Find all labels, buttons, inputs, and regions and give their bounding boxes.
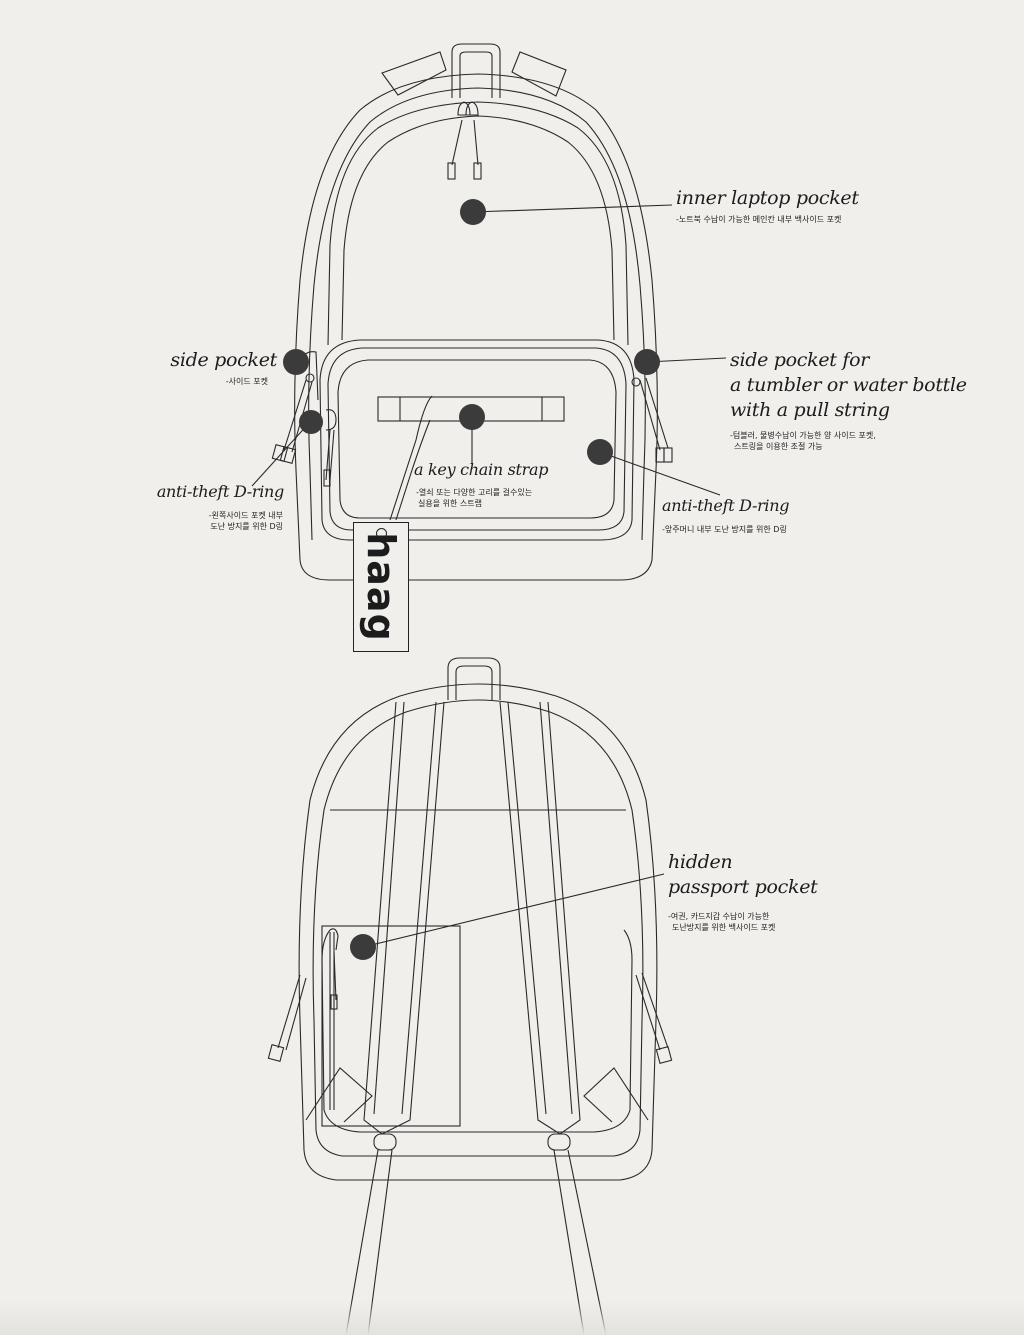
desc-side-pocket-right-1: -텀블러, 물병수납이 가능한 양 사이드 포켓, (730, 431, 876, 440)
back-view-backpack (267, 657, 673, 1335)
label-hidden: hidden (668, 851, 733, 873)
desc-side-pocket-right-2: 스트링을 이용한 조절 가능 (734, 442, 823, 451)
brand-logo: haag (359, 532, 403, 642)
desc-inner-laptop-pocket: -노트북 수납이 가능한 메인칸 내부 백사이드 포켓 (676, 215, 842, 224)
tag-hole (376, 528, 387, 539)
marker-anti-theft-left (299, 410, 323, 434)
marker-line-side-right (646, 357, 727, 363)
marker-inner-laptop-pocket (460, 199, 486, 225)
label-side-pocket-for: side pocket for (730, 349, 870, 371)
label-side-pocket: side pocket (170, 349, 277, 371)
marker-key-chain-strap (459, 404, 485, 430)
marker-hidden-passport-pocket (350, 934, 376, 960)
desc-passport-2: 도난방지를 위한 백사이드 포켓 (672, 923, 776, 932)
marker-line-laptop (472, 204, 673, 213)
label-inner-laptop-pocket: inner laptop pocket (676, 187, 859, 209)
desc-anti-theft-left-1: -왼쪽사이드 포켓 내부 (208, 511, 283, 520)
marker-side-pocket-left (283, 349, 309, 375)
label-tumbler-water-bottle: a tumbler or water bottle (730, 374, 967, 396)
label-anti-theft-left: anti-theft D-ring (156, 482, 284, 501)
desc-anti-theft-left-2: 도난 방지를 위한 D링 (210, 522, 283, 531)
label-key-chain-strap: a key chain strap (414, 460, 549, 479)
desc-passport-1: -여권, 카드지갑 수납이 가능한 (668, 912, 770, 921)
marker-line-dring-left (251, 421, 311, 487)
desc-anti-theft-right: -앞주머니 내부 도난 방지를 위한 D링 (662, 525, 787, 534)
label-passport-pocket: passport pocket (668, 876, 818, 898)
label-anti-theft-right: anti-theft D-ring (662, 496, 790, 515)
front-view-backpack (251, 43, 727, 581)
bottom-shadow (0, 1300, 1024, 1335)
brand-hang-tag: haag (353, 522, 409, 652)
label-pull-string: with a pull string (730, 399, 890, 421)
marker-line-passport (362, 873, 665, 948)
desc-key-chain-strap-1: -열쇠 또는 다양한 고리를 걸수있는 (416, 488, 533, 497)
marker-anti-theft-right (587, 439, 613, 465)
marker-side-pocket-right (634, 349, 660, 375)
desc-side-pocket: -사이드 포켓 (225, 377, 268, 386)
marker-line-dring-right (599, 451, 721, 496)
desc-key-chain-strap-2: 실용을 위한 스트랩 (418, 499, 482, 508)
